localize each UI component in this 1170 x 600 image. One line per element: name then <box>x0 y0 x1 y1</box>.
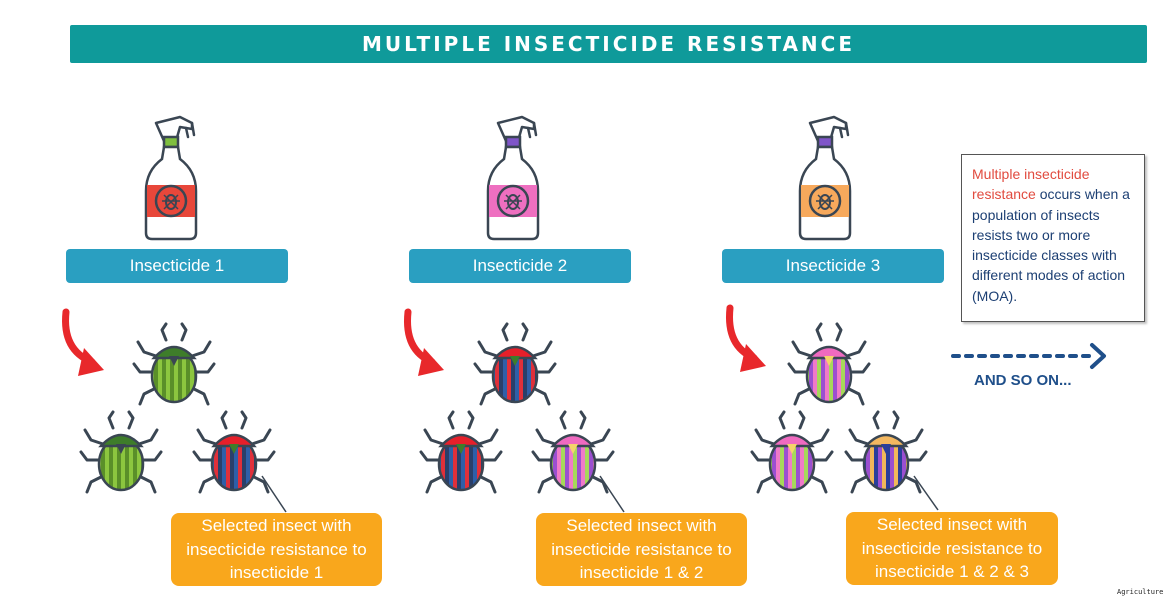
callout-stage-1-text: Selected insect with insecticide resista… <box>186 516 367 583</box>
callout-stage-3-text: Selected insect with insecticide resista… <box>861 515 1043 582</box>
beetle-orange-icon <box>846 412 926 492</box>
callout-stage-1: Selected insect with insecticide resista… <box>171 513 382 586</box>
insecticide-2-label: Insecticide 2 <box>409 249 631 283</box>
connector-line-2 <box>599 475 625 513</box>
red-arrow-2-icon <box>404 308 444 376</box>
beetle-green-icon <box>81 412 161 492</box>
beetle-red-icon <box>475 324 555 404</box>
beetle-green-icon <box>134 324 214 404</box>
insecticide-3-label: Insecticide 3 <box>722 249 944 283</box>
beetle-pink-icon <box>752 412 832 492</box>
spray-bottle-2-icon <box>478 115 552 250</box>
insecticide-3-text: Insecticide 3 <box>785 256 881 275</box>
definition-box: Multiple insecticide resistance occurs w… <box>961 154 1145 322</box>
insecticide-1-label: Insecticide 1 <box>66 249 288 283</box>
insecticide-2-text: Insecticide 2 <box>472 256 568 275</box>
beetle-pink-icon <box>533 412 613 492</box>
spray-bottle-1-icon <box>136 115 210 250</box>
beetle-pink-icon <box>789 324 869 404</box>
dotted-arrow-icon <box>951 343 1106 369</box>
callout-stage-3: Selected insect with insecticide resista… <box>846 512 1058 585</box>
definition-text: occurs when a population of insects resi… <box>972 186 1130 304</box>
and-so-on-text: AND SO ON... <box>974 372 1072 389</box>
callout-stage-2: Selected insect with insecticide resista… <box>536 513 747 586</box>
callout-stage-2-text: Selected insect with insecticide resista… <box>551 516 732 583</box>
beetle-red-icon <box>421 412 501 492</box>
red-arrow-1-icon <box>62 308 104 376</box>
insecticide-1-text: Insecticide 1 <box>129 256 225 275</box>
connector-line-1 <box>261 475 287 513</box>
page-title: MULTIPLE INSECTICIDE RESISTANCE <box>362 32 855 56</box>
connector-line-3 <box>913 475 939 511</box>
red-arrow-3-icon <box>726 304 766 372</box>
definition-term: Multiple insecticide resistance <box>972 166 1090 203</box>
beetle-red-icon <box>194 412 274 492</box>
watermark: Agriculture <box>1117 588 1164 596</box>
spray-bottle-3-icon <box>790 115 864 250</box>
title-banner: MULTIPLE INSECTICIDE RESISTANCE <box>70 25 1147 63</box>
